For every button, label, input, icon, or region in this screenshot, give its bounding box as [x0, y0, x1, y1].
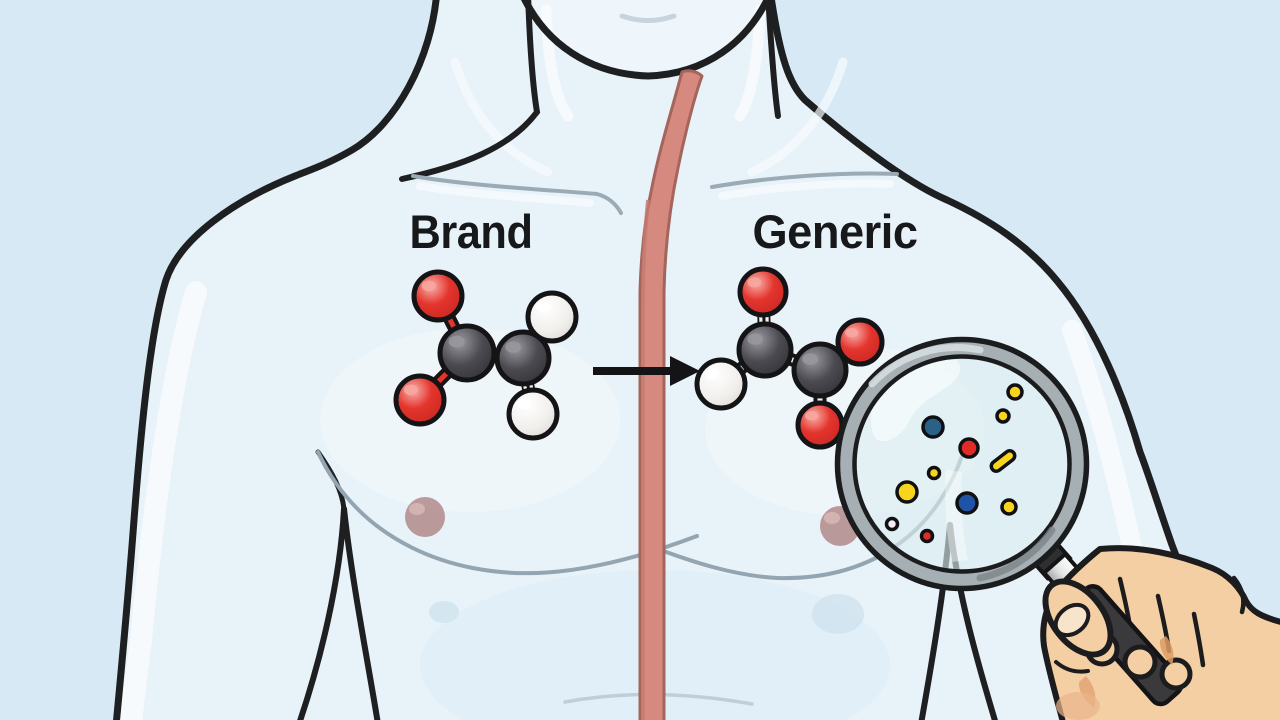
trapezius-highlight-left — [450, 57, 553, 177]
red-atom — [737, 266, 789, 318]
generic-label: Generic — [753, 205, 918, 258]
right-arrow-icon — [593, 356, 700, 386]
nipple-left — [405, 497, 445, 537]
thumb — [1042, 578, 1114, 674]
clavicle-line-right — [710, 171, 899, 189]
white-atom — [525, 290, 579, 344]
arm-highlight-left — [120, 281, 207, 720]
neck-highlight-left — [540, 4, 574, 122]
lens-particle — [884, 516, 900, 532]
red-atom — [411, 269, 465, 323]
lip-shadow — [619, 13, 677, 23]
lens-particle — [919, 528, 935, 544]
face-area — [530, 0, 767, 76]
lens-particle — [1000, 498, 1018, 516]
carbon-atom — [736, 321, 794, 379]
hand — [1040, 545, 1280, 720]
knuckle-crease — [1231, 575, 1246, 615]
thumb-nail — [1053, 602, 1091, 638]
neck-line-left — [399, 0, 541, 182]
lens-particle — [1006, 383, 1024, 401]
lens-particle — [955, 491, 979, 515]
palm-shadow-2 — [1056, 692, 1100, 720]
red-atom — [393, 373, 447, 427]
carbon-atom — [437, 323, 497, 383]
generic-molecule — [694, 266, 885, 450]
red-atom — [835, 317, 885, 367]
clavicle-highlight-left — [416, 182, 594, 207]
lens-particle — [921, 415, 945, 439]
finger-gap-shadow — [1159, 636, 1174, 665]
white-atom — [694, 357, 748, 411]
abdomen-spot2 — [812, 594, 864, 634]
thumb-crease — [1054, 660, 1090, 674]
lens-rim — [834, 336, 1090, 592]
trapezius-highlight-right — [747, 57, 848, 177]
neck-highlight-right — [734, 4, 766, 122]
abdomen-spot — [429, 601, 459, 623]
lens-glare-streak — [945, 470, 968, 562]
clavicle-line-left — [411, 174, 623, 215]
lens-particles — [884, 383, 1024, 544]
lens-particle — [995, 408, 1011, 424]
brand-label: Brand — [410, 205, 533, 258]
brand-molecule — [393, 269, 579, 441]
finger-crease-3 — [1191, 611, 1206, 668]
red-atom — [795, 400, 845, 450]
chin-curve — [521, 0, 771, 80]
lens-particle — [989, 449, 1017, 473]
neck-line-right — [765, 0, 781, 119]
molecules-layer — [393, 266, 885, 450]
lens-particle — [958, 437, 980, 459]
esophagus — [638, 69, 704, 720]
lens-particle — [895, 480, 919, 504]
white-atom — [506, 387, 560, 441]
lens-particle — [926, 465, 942, 481]
clavicle-highlight-right — [718, 179, 894, 200]
